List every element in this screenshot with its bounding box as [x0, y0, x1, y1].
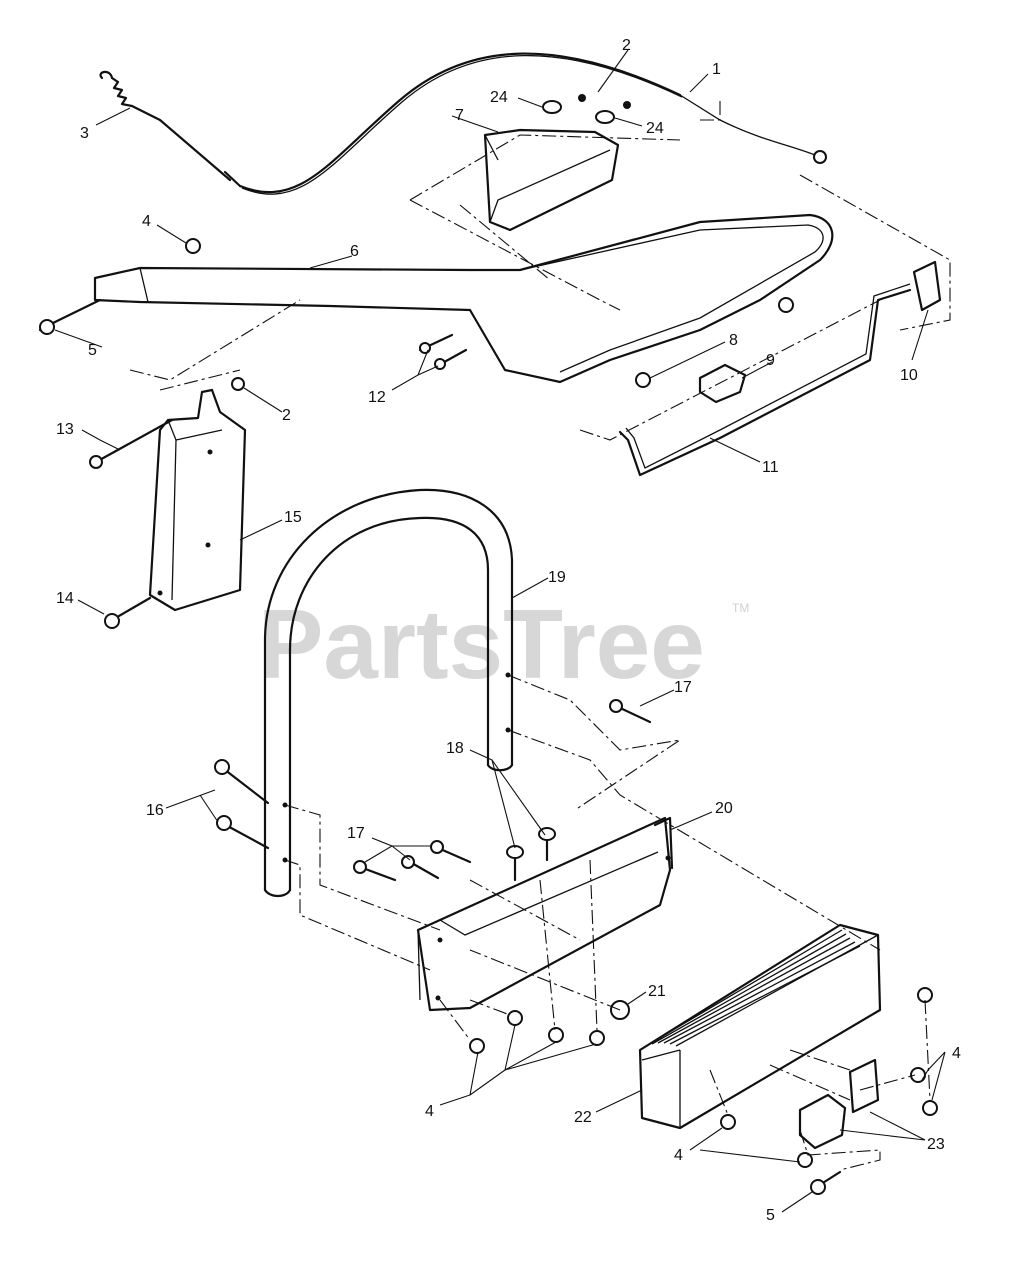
callout-24b: 24 — [646, 120, 664, 137]
alignment-lines-upper — [129, 100, 951, 441]
bracket-7 — [483, 128, 620, 232]
callout-20: 20 — [715, 800, 733, 817]
callout-12: 12 — [368, 389, 386, 406]
brackets-23 — [798, 1058, 880, 1150]
callout-4b: 4 — [425, 1103, 434, 1120]
callout-6: 6 — [350, 243, 359, 260]
lower-hardware — [214, 699, 938, 1195]
callout-4d: 4 — [952, 1045, 961, 1062]
callout-9: 9 — [766, 352, 775, 369]
callout-17b: 17 — [347, 825, 365, 842]
callout-labels: 1 2 2 3 4 4 4 4 4 5 5 6 7 8 9 10 11 12 1… — [56, 37, 961, 1224]
callout-13: 13 — [56, 421, 74, 438]
callout-19: 19 — [548, 569, 566, 586]
rod-11 — [618, 283, 912, 477]
callout-4a: 4 — [142, 213, 151, 230]
bracket-10 — [912, 260, 942, 312]
weight-plates-22 — [638, 923, 882, 1130]
callout-18: 18 — [446, 740, 464, 757]
callout-3: 3 — [80, 125, 89, 142]
callout-10: 10 — [900, 367, 918, 384]
watermark: PartsTree — [258, 589, 705, 699]
callout-8: 8 — [729, 332, 738, 349]
callout-4c: 4 — [674, 1147, 683, 1164]
callout-7: 7 — [455, 107, 464, 124]
support-bracket-15 — [148, 388, 247, 612]
callout-1: 1 — [712, 61, 721, 78]
control-cable — [158, 52, 827, 195]
callout-22: 22 — [574, 1109, 592, 1126]
callout-11: 11 — [762, 459, 779, 476]
callout-23: 23 — [927, 1136, 945, 1153]
callout-5a: 5 — [88, 342, 97, 359]
spring — [99, 70, 162, 122]
lift-arm — [93, 213, 834, 384]
bolt-13 — [89, 418, 174, 469]
washers-24 — [542, 94, 631, 124]
bolt-14 — [104, 596, 152, 629]
callout-16: 16 — [146, 802, 164, 819]
callout-14: 14 — [56, 590, 74, 607]
callout-2b: 2 — [282, 407, 291, 424]
callout-2a: 2 — [622, 37, 631, 54]
leader-lines — [54, 49, 946, 1213]
callout-5b: 5 — [766, 1207, 775, 1224]
upper-hardware — [38, 238, 794, 391]
callout-15: 15 — [284, 509, 302, 526]
callout-24a: 24 — [490, 89, 508, 106]
alignment-lines-lower — [284, 674, 931, 1171]
weight-bracket-20 — [416, 816, 674, 1012]
callout-21: 21 — [648, 983, 666, 1000]
callout-17a: 17 — [674, 679, 692, 696]
watermark-tm: TM — [732, 601, 749, 615]
clip-9 — [698, 363, 747, 404]
